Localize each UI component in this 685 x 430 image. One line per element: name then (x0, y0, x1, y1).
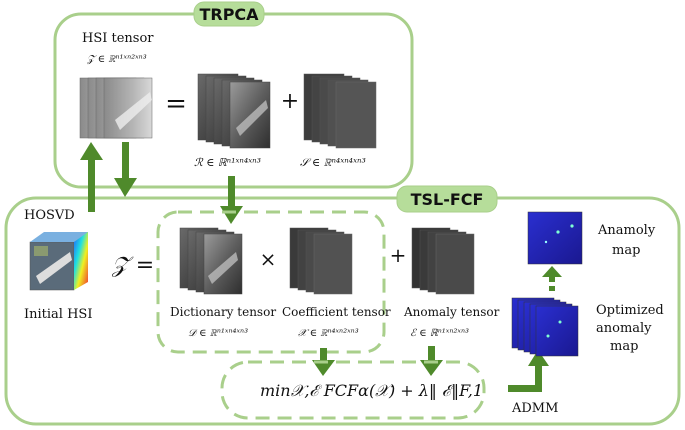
trpca-title-tab (193, 1, 265, 27)
sparse-math: 𝒮 ∈ ℝⁿ⁴ˣⁿ⁴ˣⁿ³ (300, 156, 366, 169)
dictionary-math: 𝒟 ∈ ℝⁿ¹ˣⁿ⁴ˣⁿ³ (188, 328, 248, 339)
coefficient-stack (289, 227, 353, 295)
optimized-label-line1: Optimized (596, 303, 664, 318)
dictionary-label: Dictionary tensor (170, 305, 276, 319)
tsl-fcf-block (4, 196, 681, 426)
hsi-tensor-stack (79, 77, 153, 139)
optimized-label-line2: anomaly (596, 321, 652, 336)
plus-sign-bottom: + (390, 243, 407, 267)
tsl-fcf-title-tab (396, 185, 498, 213)
tsl-fcf-title: TSL-FCF (411, 190, 484, 209)
down-arrow-top-to-bottom (114, 142, 137, 197)
sparse-stack (303, 73, 377, 149)
objective-formula: min𝒳,ℰ FCFα(𝒳) + λ‖ ℰ‖F,1 (260, 381, 483, 400)
low-rank-stack (197, 73, 271, 149)
initial-hsi-label: Initial HSI (24, 307, 92, 322)
z-equals: 𝒵 = (111, 253, 154, 278)
optimized-label-line3: map (610, 339, 638, 354)
admm-label: ADMM (511, 401, 558, 416)
times-sign: × (260, 247, 277, 271)
hosvd-label: HOSVD (24, 208, 75, 223)
dictionary-stack (179, 227, 243, 295)
initial-hsi-cube (29, 232, 88, 291)
coefficient-math: 𝒳 ∈ ℝⁿ⁴ˣⁿ²ˣⁿ³ (298, 328, 359, 339)
coefficient-label: Coefficient tensor (282, 305, 391, 319)
anomaly-stack (411, 227, 475, 295)
trpca-title: TRPCA (199, 5, 259, 24)
objective-dashed-box (220, 360, 486, 420)
coef-to-objective-arrow (312, 348, 335, 376)
anomaly-map-label-line2: map (612, 243, 640, 258)
anomaly-tensor-math: ℰ ∈ ℝⁿ¹ˣⁿ²ˣⁿ³ (410, 328, 469, 339)
anomaly-tensor-label: Anomaly tensor (403, 305, 500, 319)
to-anomaly-map-arrow (542, 266, 562, 291)
plus-sign-top: + (281, 89, 299, 114)
dict-coef-dashed-box (156, 210, 386, 354)
admm-arrow (508, 350, 549, 392)
anomaly-to-objective-arrow (420, 346, 443, 376)
anomaly-map-label-line1: Anamoly (597, 223, 656, 238)
low-rank-math: ℛ ∈ ℝⁿ¹ˣⁿ⁴ˣⁿ³ (194, 156, 261, 169)
optimized-anomaly-map-stack (511, 297, 579, 357)
hsi-tensor-math: 𝒵 ∈ ℝⁿ¹ˣⁿ²ˣⁿ³ (86, 54, 147, 65)
hosvd-up-arrow (80, 142, 103, 212)
hsi-tensor-label: HSI tensor (82, 31, 154, 46)
anomaly-map-image (527, 211, 583, 265)
equals-sign-top: = (165, 89, 187, 119)
